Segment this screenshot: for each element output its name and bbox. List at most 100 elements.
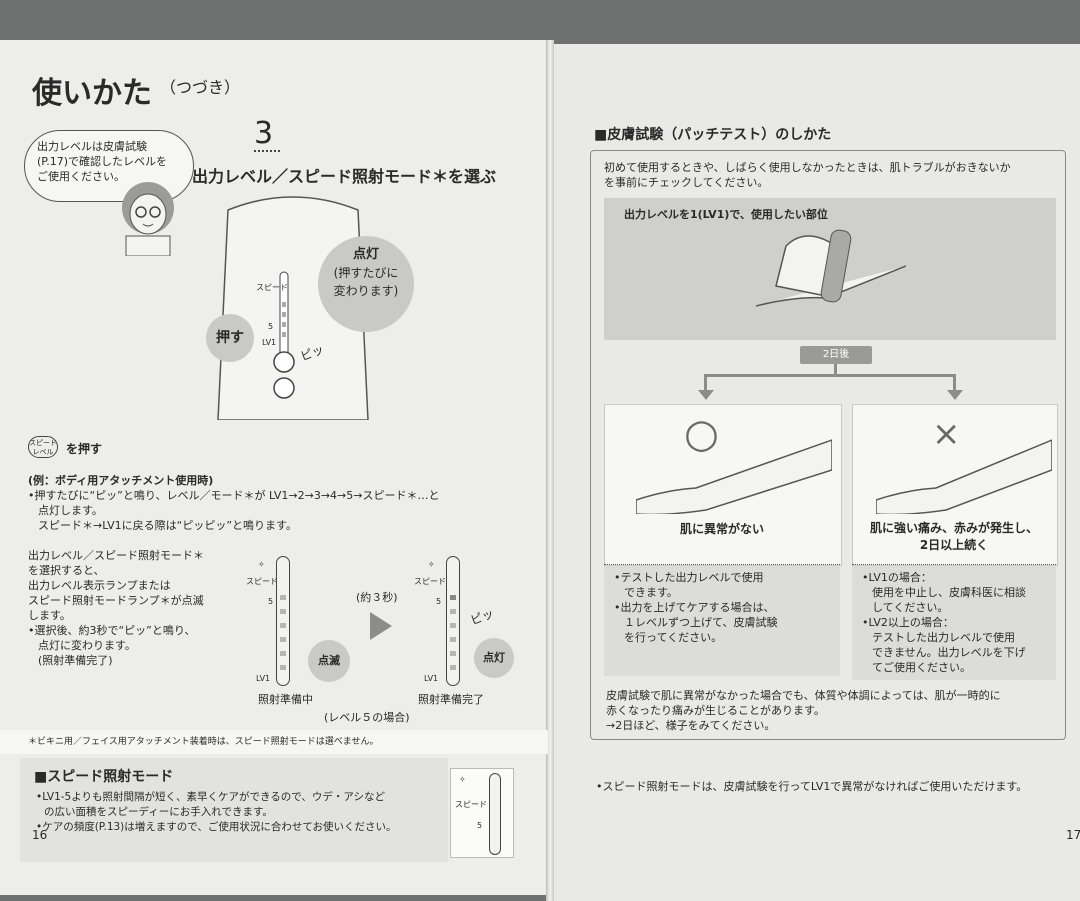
text-line: 2日以上続く <box>919 538 989 552</box>
speed-mode-footnote: •スピード照射モードは、皮膚試験を行ってLV1で異常がなければご使用いただけます… <box>596 780 1028 793</box>
lit-callout: 点灯 (押すたびに 変わります) <box>318 236 414 332</box>
speed-mode-text: •LV1-5よりも照射間隔が短く、素早くケアができるので、ウデ・アシなど の広い… <box>36 790 446 835</box>
after-2-days-label: 2日後 <box>800 346 872 364</box>
tree-line <box>704 374 707 392</box>
step-title: 出力レベル／スピード照射モード＊を選ぶ <box>192 167 497 186</box>
blink-callout: 点滅 <box>308 640 350 682</box>
text-line: •出力を上げてケアする場合は、 <box>614 601 775 614</box>
lit-callout-line: 変わります) <box>333 284 399 298</box>
text-line: できません。出力レベルを下げ <box>872 646 1026 659</box>
ok-title: 肌に異常がない <box>679 522 764 536</box>
lamp-lv1-label: LV1 <box>256 674 271 683</box>
tree-line <box>953 374 956 392</box>
speed-level-button-icon: スピードレベル <box>28 436 58 458</box>
arm-ok-icon <box>636 439 832 514</box>
lamp-5-label: 5 <box>268 597 274 606</box>
push-instruction: を押す <box>66 442 103 456</box>
lit-callout-line: (押すたびに <box>333 266 399 280</box>
text-line: 点灯します。 <box>38 504 103 517</box>
text-line: •LV1の場合： <box>862 571 932 584</box>
text-line: してください。 <box>872 601 949 614</box>
lamp-speed-label: スピード <box>455 800 487 809</box>
level-lamp-blinking <box>276 556 290 686</box>
lit-callout-small: 点灯 <box>474 638 514 678</box>
spark-icon: ✧ <box>459 775 466 784</box>
lamp-5-label: 5 <box>477 821 483 830</box>
arm-device-illustration-icon <box>756 229 906 307</box>
book-spine <box>546 40 554 901</box>
text-line: １レベルずつ上げて、皮膚試験 <box>624 616 778 629</box>
lamp-speed-label: スピード <box>246 577 278 586</box>
text-line: 使用を中止し、皮膚科医に相談 <box>872 586 1026 599</box>
woman-illustration-icon <box>122 182 174 256</box>
patch-test-caution: 皮膚試験で肌に異常がなかった場合でも、体質や体調によっては、肌が一時的に 赤くな… <box>606 688 1058 733</box>
arrow-down-icon <box>947 390 963 400</box>
text-line: •ケアの頻度(P.13)は増えますので、ご使用状況に合わせてお使いください。 <box>36 821 397 833</box>
text-line: 赤くなったり痛みが生じることがあります。 <box>606 704 825 717</box>
text-line: てご使用ください。 <box>872 661 971 674</box>
text-line: 出力レベル表示ランプまたは <box>28 579 171 592</box>
ng-cross-icon: × <box>932 414 961 454</box>
tree-line <box>834 364 837 376</box>
spark-icon: ✧ <box>258 560 265 569</box>
text-line: (照射準備完了) <box>38 654 113 667</box>
text-line: スピード照射モードランプ＊が点滅 <box>28 594 204 607</box>
level5-case: (レベル５の場合) <box>324 711 410 724</box>
speed-lamp-icon <box>489 773 501 855</box>
ready-mid-label: 照射準備中 <box>258 693 313 706</box>
text-line: を選択すると、 <box>28 564 105 577</box>
text-line: を行ってください。 <box>624 631 723 644</box>
patch-test-frame <box>590 150 1066 740</box>
text-line: できます。 <box>624 586 678 599</box>
text-line: 点灯に変わります。 <box>38 639 136 652</box>
text-line: の広い面積をスピーディーにお手入れできます。 <box>44 806 273 818</box>
tree-line <box>704 374 956 377</box>
step-underline <box>254 150 280 152</box>
text-line: テストした出力レベルで使用 <box>872 631 1015 644</box>
ok-notes-box <box>604 566 840 676</box>
bullet-press: •押すたびに“ピッ”と鳴り、レベル／モード＊が LV1→2→3→4→5→スピード… <box>28 488 538 533</box>
text-line: •LV2以上の場合： <box>862 616 954 629</box>
level-lamp-lit <box>446 556 460 686</box>
lit-callout-line: 点灯 <box>352 247 379 262</box>
push-callout: 押す <box>206 314 254 362</box>
text-line: •テストした出力レベルで使用 <box>614 571 764 584</box>
step-number: 3 <box>254 116 274 151</box>
patch-test-intro: 初めて使用するときや、しばらく使用しなかったときは、肌トラブルがおきないか を事… <box>604 160 1054 190</box>
dotted-separator <box>604 564 840 565</box>
speed-mode-heading: ■スピード照射モード <box>34 769 174 785</box>
text-line: 初めて使用するときや、しばらく使用しなかったときは、肌トラブルがおきないか <box>604 161 1011 174</box>
device-level-5: 5 <box>268 322 274 331</box>
page-number-left: 16 <box>32 828 48 842</box>
speed-lamp-detail: ✧ スピード 5 <box>450 768 514 858</box>
arrow-down-icon <box>698 390 714 400</box>
ok-circle-icon: ○ <box>684 411 719 457</box>
device-speed-label: スピード <box>256 283 288 292</box>
bubble-line: (P.17)で確認したレベルを <box>37 155 167 168</box>
patch-test-heading: ■皮膚試験（パッチテスト）のしかた <box>594 127 832 143</box>
text-line: 肌に強い痛み、赤みが発生し、 <box>869 521 1038 535</box>
ng-notes: •LV1の場合： 使用を中止し、皮膚科医に相談 してください。 •LV2以上の場… <box>862 570 1054 675</box>
text-line: 皮膚試験で肌に異常がなかった場合でも、体質や体調によっては、肌が一時的に <box>606 689 1001 702</box>
ok-notes: •テストした出力レベルで使用 できます。 •出力を上げてケアする場合は、 １レベ… <box>614 570 834 645</box>
text-line: スピード＊→LV1に戻る際は“ピッピッ”と鳴ります。 <box>38 519 297 532</box>
dotted-separator <box>852 564 1056 565</box>
text-line: •LV1-5よりも照射間隔が短く、素早くケアができるので、ウデ・アシなど <box>36 791 385 803</box>
ready-done-label: 照射準備完了 <box>418 693 484 706</box>
text-line: を事前にチェックしてください。 <box>604 176 769 189</box>
lamp-speed-label: スピード <box>414 577 446 586</box>
select-explanation: 出力レベル／スピード照射モード＊ を選択すると、 出力レベル表示ランプまたは ス… <box>28 548 258 668</box>
ng-notes-box <box>852 566 1056 680</box>
page-number-right: 17 <box>1066 828 1080 842</box>
example-label: (例：ボディ用アタッチメント使用時) <box>28 474 214 487</box>
lamp-5-label: 5 <box>436 597 442 606</box>
panel-caption: 出力レベルを1(LV1)で、使用したい部位 <box>624 208 828 221</box>
device-lv1: LV1 <box>262 338 277 347</box>
text-line: 出力レベル／スピード照射モード＊ <box>28 549 204 562</box>
spark-icon: ✧ <box>428 560 435 569</box>
bubble-line: 出力レベルは皮膚試験 <box>37 140 147 153</box>
about-3-seconds: (約３秒) <box>356 591 398 604</box>
text-line: →2日ほど、様子をみてください。 <box>606 719 776 732</box>
arm-ng-icon <box>876 439 1052 514</box>
text-line: します。 <box>28 609 71 622</box>
